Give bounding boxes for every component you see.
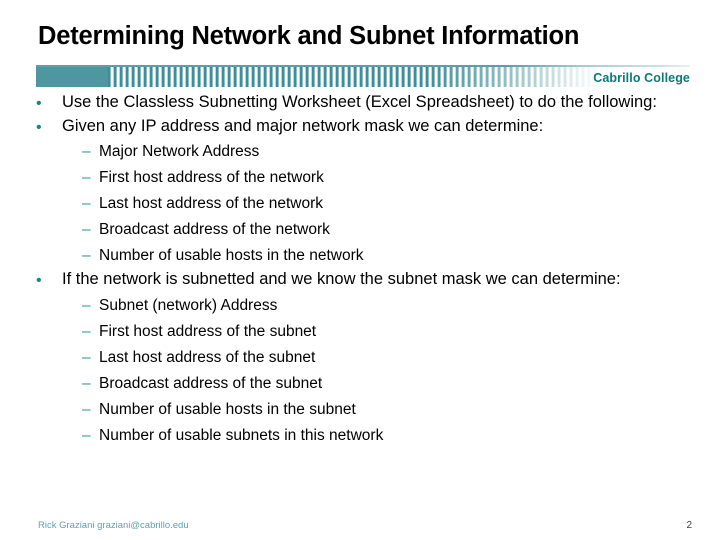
dash-marker-icon: –	[82, 348, 91, 366]
dash-marker-icon: –	[82, 195, 91, 212]
item-label: If the network is subnetted and we know …	[62, 270, 621, 288]
item-label: Number of usable hosts in the subnet	[99, 400, 356, 418]
dash-marker-icon: –	[82, 374, 91, 392]
sub-bullet-item: –Last host address of the subnet	[0, 345, 720, 371]
divider-top-line	[36, 65, 690, 67]
divider-solid-block	[36, 67, 108, 87]
item-label: Subnet (network) Address	[99, 296, 278, 314]
dash-marker-icon: –	[82, 400, 91, 418]
item-label: Given any IP address and major network m…	[62, 116, 544, 135]
item-label: Last host address of the network	[99, 195, 324, 212]
dash-marker-icon: –	[82, 296, 91, 314]
item-label: Last host address of the subnet	[99, 348, 316, 366]
dash-marker-icon: –	[82, 221, 91, 238]
item-label: Major Network Address	[99, 143, 260, 160]
divider-fade-overlay	[108, 67, 690, 87]
item-label: Number of usable hosts in the network	[99, 247, 364, 264]
sub-bullet-item: –Subnet (network) Address	[0, 293, 720, 319]
dash-marker-icon: –	[82, 247, 91, 264]
slide-body-list: • Use the Classless Subnetting Worksheet …	[0, 92, 720, 449]
sub-bullet-item: –First host address of the network	[0, 165, 720, 191]
sub-bullet-item: –Number of usable hosts in the network	[0, 243, 720, 269]
item-label: Number of usable subnets in this network	[99, 426, 384, 444]
bullet-marker-icon: •	[36, 272, 42, 289]
sub-bullet-item: –Last host address of the network	[0, 191, 720, 217]
sub-bullet-item: –Broadcast address of the network	[0, 217, 720, 243]
bullet-marker-icon: •	[36, 95, 42, 112]
sub-bullet-item: –Number of usable subnets in this networ…	[0, 423, 720, 449]
college-name: Cabrillo College	[593, 71, 690, 85]
sub-bullet-item: –Number of usable hosts in the subnet	[0, 397, 720, 423]
item-label: Broadcast address of the subnet	[99, 374, 323, 392]
sub-bullet-item: –Major Network Address	[0, 139, 720, 165]
decorative-divider-bar	[36, 65, 690, 87]
page-number: 2	[686, 520, 692, 531]
bullet-item: • If the network is subnetted and we know…	[0, 269, 720, 291]
footer-credit: Rick Graziani graziani@cabrillo.edu	[38, 520, 189, 531]
sub-bullet-item: –Broadcast address of the subnet	[0, 371, 720, 397]
page-title: Determining Network and Subnet Informati…	[38, 22, 580, 50]
bullet-item: • Given any IP address and major network …	[0, 116, 720, 138]
bullet-marker-icon: •	[36, 118, 42, 136]
item-label: First host address of the subnet	[99, 322, 317, 340]
dash-marker-icon: –	[82, 426, 91, 444]
dash-marker-icon: –	[82, 143, 91, 160]
item-label: Broadcast address of the network	[99, 221, 330, 238]
sub-bullet-item: –First host address of the subnet	[0, 319, 720, 345]
item-label: Use the Classless Subnetting Worksheet (…	[62, 93, 657, 111]
item-label: First host address of the network	[99, 169, 324, 186]
dash-marker-icon: –	[82, 322, 91, 340]
bullet-item: • Use the Classless Subnetting Worksheet …	[0, 92, 720, 114]
dash-marker-icon: –	[82, 169, 91, 186]
